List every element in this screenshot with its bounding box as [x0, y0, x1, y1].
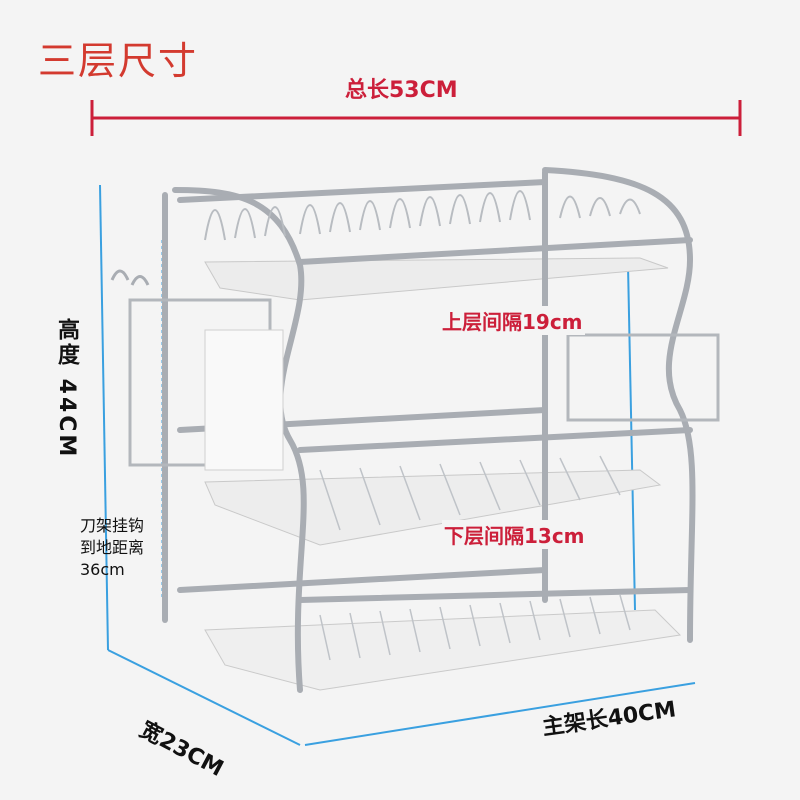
knife-hook-line-1: 刀架挂钩 — [80, 516, 145, 535]
height-label: 高度 44CM — [54, 318, 79, 460]
top-shelf-front-rail — [297, 237, 693, 265]
knife-hook-line-3: 36cm — [80, 560, 125, 579]
top-shelf-back-rail — [177, 179, 548, 203]
knife-hooks — [110, 269, 150, 286]
height-guide-line — [99, 184, 109, 651]
shelf-wire-grids — [319, 455, 631, 661]
bottom-shelf-front-rail — [297, 587, 693, 603]
bottom-shelf-back-rail — [177, 567, 548, 593]
main-length-guide-line — [304, 682, 696, 746]
width-guide-line — [107, 649, 301, 746]
shelf-gap-guide-line — [627, 264, 636, 611]
plate-dividers — [204, 190, 641, 241]
top-drip-tray — [204, 257, 669, 301]
middle-shelf-front-rail — [297, 427, 693, 453]
dimension-guides — [90, 100, 742, 746]
bottom-drip-tray — [204, 609, 682, 691]
total-length-label: 总长53CM — [345, 78, 458, 103]
knife-hook-line-2: 到地距离 — [80, 538, 145, 557]
knife-hook-height-label: 刀架挂钩 到地距离 36cm — [80, 515, 144, 581]
chopstick-cup — [204, 329, 284, 471]
side-cup-holder — [566, 333, 720, 422]
lower-gap-label: 下层间隔13cm — [442, 520, 587, 549]
right-front-upright — [542, 167, 696, 643]
page-title: 三层尺寸 — [38, 39, 199, 83]
middle-drip-tray — [204, 469, 662, 546]
upper-gap-label: 上层间隔19cm — [440, 306, 585, 335]
cutlery-holder — [110, 269, 284, 471]
